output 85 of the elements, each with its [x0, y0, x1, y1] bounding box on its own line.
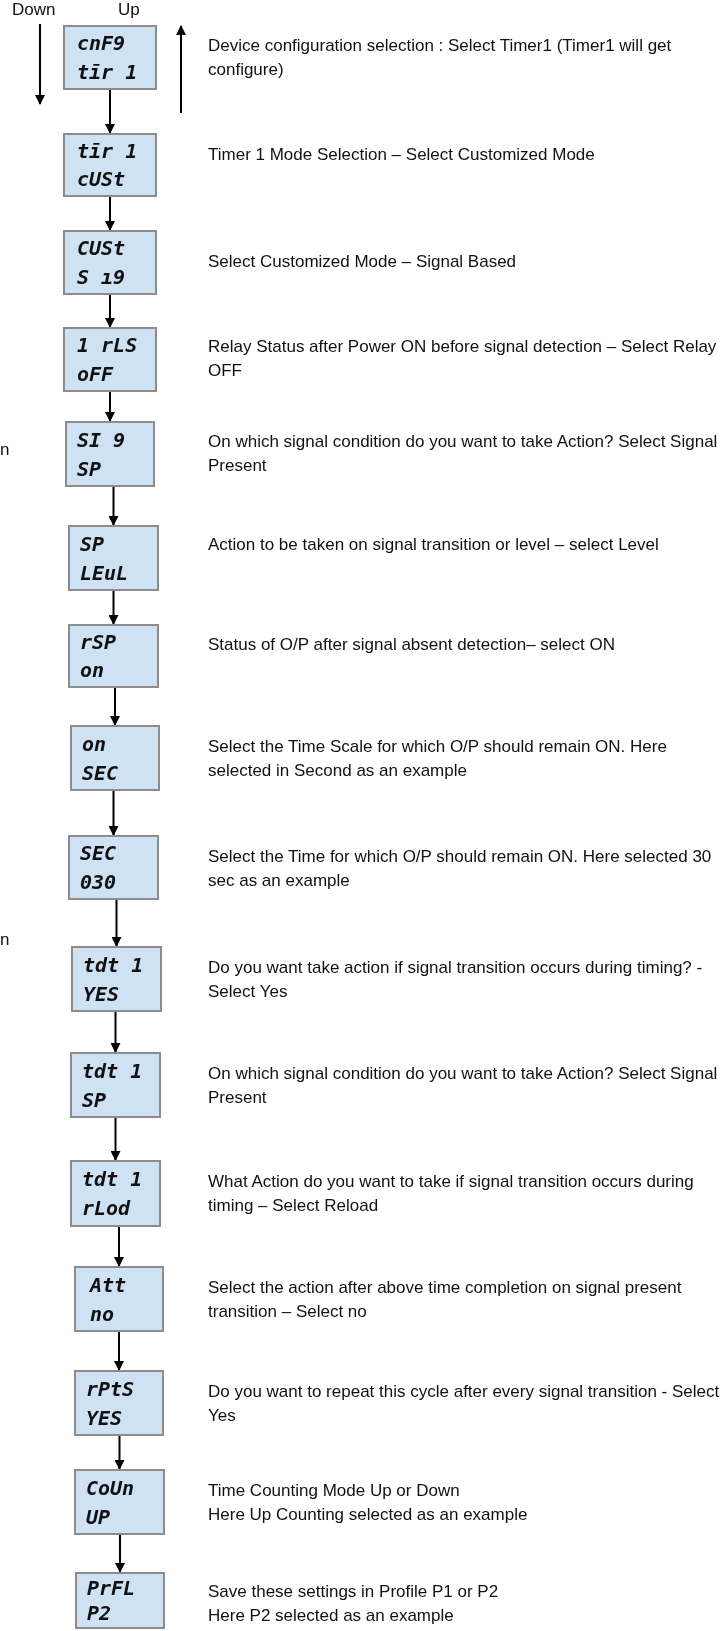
arrow — [105, 89, 115, 134]
display-readout: tdt 1 — [83, 952, 144, 977]
display-readout: YES — [86, 1405, 123, 1430]
step-description: Action to be taken on signal transition or level – select Level — [208, 534, 659, 556]
step-description: On which signal condition do you want to take Action? Select Signal Present — [208, 431, 719, 477]
display-readout: tdt 1 — [82, 1058, 143, 1083]
display-readout: tdt 1 — [82, 1166, 143, 1191]
arrow — [108, 590, 119, 625]
display-readout: no — [90, 1301, 115, 1326]
step-description: Select the action after above time completion on signal present transition – Select no — [208, 1277, 683, 1323]
display-readout: tīr 1 — [77, 59, 138, 84]
display-box — [70, 725, 160, 791]
display-readout: YES — [83, 981, 120, 1006]
display-readout: Att — [90, 1272, 127, 1297]
display-readout: LEuL — [80, 560, 129, 585]
display-readout: PrFL — [87, 1576, 136, 1601]
direction-label: n — [0, 440, 10, 460]
step-description: Do you want to repeat this cycle after every signal transition - Select Yes — [208, 1381, 721, 1427]
arrow — [114, 1435, 125, 1470]
display-readout: S ı9 — [77, 264, 126, 289]
arrow — [108, 790, 119, 836]
step-description: Save these settings in Profile P1 or P2 — [208, 1581, 499, 1603]
display-box — [68, 624, 159, 688]
arrow — [105, 294, 115, 328]
step-description: Relay Status after Power ON before signal detection – Select Relay OFF — [208, 336, 718, 382]
display-box — [70, 1052, 161, 1118]
step-description: Timer 1 Mode Selection – Select Customized Mode — [208, 144, 595, 166]
step-description: Here P2 selected as an example — [208, 1605, 454, 1627]
display-readout: on — [82, 731, 107, 756]
display-box — [74, 1266, 164, 1332]
arrow — [110, 1117, 121, 1161]
arrow — [110, 1011, 121, 1053]
display-readout: cnF9 — [77, 31, 126, 56]
step-description: What Action do you want to take if signal transition occurs during timing – Select Reload — [208, 1171, 695, 1217]
step-description: Time Counting Mode Up or Down — [208, 1480, 460, 1502]
display-box — [65, 421, 155, 487]
display-readout: P2 — [87, 1600, 112, 1625]
step-description: Select the Time for which O/P should remain ON. Here selected 30 sec as an example — [208, 846, 713, 892]
arrow — [115, 1534, 125, 1573]
display-box — [70, 1160, 161, 1227]
display-readout: UP — [86, 1504, 111, 1529]
arrow — [110, 687, 120, 726]
step-description: On which signal condition do you want to take Action? Select Signal Present — [208, 1063, 719, 1109]
arrow — [114, 1331, 124, 1371]
direction-label: Down — [12, 0, 56, 20]
arrow — [105, 391, 115, 422]
display-box — [68, 835, 159, 900]
display-box — [63, 327, 157, 392]
display-box — [74, 1469, 165, 1535]
display-readout: 1 rLS — [77, 333, 138, 358]
display-readout: SP — [82, 1087, 107, 1112]
arrow — [105, 196, 115, 231]
display-readout: oFF — [77, 361, 114, 386]
display-readout: cUSt — [77, 167, 126, 191]
display-readout: 030 — [80, 869, 117, 894]
step-description: Select the Time Scale for which O/P should remain ON. Here selected in Second as an example — [208, 736, 668, 782]
step-description: Here Up Counting selected as an example — [208, 1504, 528, 1526]
display-readout: SP — [77, 456, 102, 481]
direction-label: Up — [118, 0, 140, 20]
step-description: Select Customized Mode – Signal Based — [208, 251, 517, 273]
display-box — [63, 133, 157, 197]
display-box — [75, 1572, 165, 1629]
display-box — [74, 1370, 164, 1436]
display-readout: rPtS — [86, 1376, 135, 1401]
display-readout: tīr 1 — [77, 139, 138, 163]
display-readout: SI 9 — [77, 427, 126, 452]
display-readout: on — [80, 658, 105, 682]
display-box — [71, 946, 162, 1012]
step-description: Do you want take action if signal transition occurs during timing? - Select Yes — [208, 957, 704, 1003]
direction-label: n — [0, 930, 10, 950]
display-readout: SP — [80, 531, 105, 556]
display-readout: SEC — [82, 760, 119, 785]
step-description: Status of O/P after signal absent detection– select ON — [208, 634, 615, 656]
arrow — [111, 899, 122, 947]
display-readout: rLod — [82, 1196, 131, 1221]
display-box — [63, 230, 157, 295]
arrow — [108, 486, 119, 526]
display-readout: CoUn — [86, 1475, 135, 1500]
display-box — [68, 525, 159, 591]
display-readout: rSP — [80, 630, 117, 654]
display-readout: SEC — [80, 841, 117, 866]
step-description: Device configuration selection : Select Timer1 (Timer1 will get configure) — [208, 35, 673, 81]
arrow — [114, 1226, 124, 1267]
display-readout: CUSt — [77, 236, 126, 261]
display-box — [63, 25, 157, 90]
